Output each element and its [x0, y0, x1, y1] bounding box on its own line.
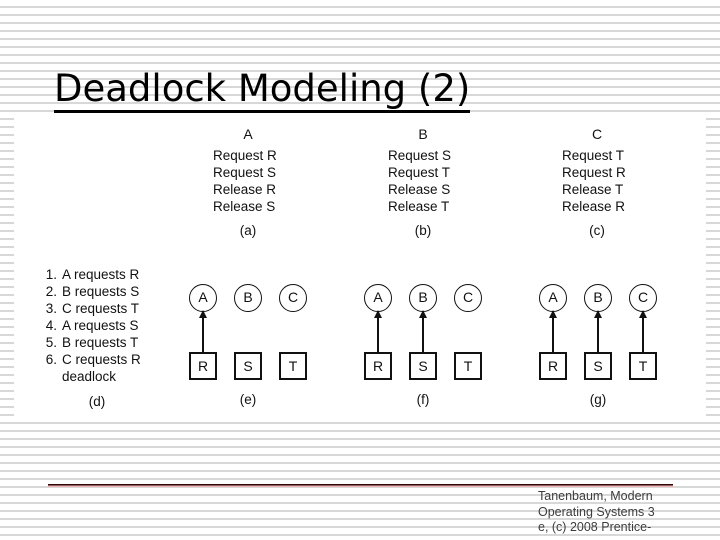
resource-graph-e: A B C R S T (e) — [178, 284, 318, 414]
step: Request T — [562, 148, 625, 163]
item-text: deadlock — [62, 369, 117, 384]
item-text: A requests S — [62, 318, 139, 333]
step-list: Request S Request T Release S Release T — [375, 147, 471, 215]
item-text: C requests T — [62, 301, 140, 316]
page-title-text: Deadlock Modeling (2) — [54, 69, 471, 113]
step: Request S — [388, 148, 452, 163]
item-number: 2. — [45, 284, 57, 299]
list-item: 4. A requests S — [42, 317, 141, 334]
resource-node-S: S — [234, 352, 262, 380]
item-text: B requests S — [62, 284, 140, 299]
process-node-A: A — [364, 284, 392, 312]
item-number: 1. — [45, 267, 57, 282]
process-header: A — [243, 126, 253, 142]
resource-node-R: R — [364, 352, 392, 380]
content-area — [14, 112, 706, 418]
resource-graph-f: A B C R S T (f) — [353, 284, 493, 414]
figure-label: (a) — [239, 223, 257, 238]
list-item: 1. A requests R — [42, 266, 141, 283]
attribution-line: e, (c) 2008 Prentice- — [538, 520, 652, 534]
process-node-C: C — [629, 284, 657, 312]
list-item: 2. B requests S — [42, 283, 141, 300]
item-number: 6. — [45, 352, 57, 367]
sequence-column-c: C Request T Request R Release T Release … — [549, 126, 645, 238]
list-item: 3. C requests T — [42, 300, 141, 317]
figure-label: (e) — [239, 392, 257, 407]
process-node-B: B — [584, 284, 612, 312]
item-number: 5. — [45, 335, 57, 350]
attribution-line: Tanenbaum, Modern — [538, 489, 653, 503]
list-item: 5. B requests T — [42, 334, 141, 351]
process-node-B: B — [234, 284, 262, 312]
process-node-C: C — [279, 284, 307, 312]
event-list: 1. A requests R 2. B requests S 3. C reques… — [42, 266, 141, 385]
step: Release T — [388, 199, 450, 214]
resource-node-R: R — [539, 352, 567, 380]
process-header: B — [418, 126, 428, 142]
figure-label: (g) — [589, 392, 607, 407]
assignment-arrow-S-to-B — [594, 310, 602, 352]
assignment-arrow-R-to-A — [199, 310, 207, 352]
assignment-arrow-R-to-A — [549, 310, 557, 352]
step-list: Request R Request S Release R Release S — [200, 147, 296, 215]
item-text: B requests T — [62, 335, 139, 350]
resource-node-R: R — [189, 352, 217, 380]
resource-node-T: T — [279, 352, 307, 380]
process-node-A: A — [539, 284, 567, 312]
resource-node-S: S — [409, 352, 437, 380]
step: Release R — [213, 182, 277, 197]
attribution-line: Operating Systems 3 — [538, 504, 655, 519]
figure-label: (b) — [414, 223, 432, 238]
resource-graph-g: A B C R S T (g) — [528, 284, 668, 414]
step: Request R — [562, 165, 626, 180]
figure-label: (f) — [416, 392, 430, 407]
sequence-column-a: A Request R Request S Release R Release … — [200, 126, 296, 238]
assignment-arrow-R-to-A — [374, 310, 382, 352]
item-text: C requests R — [62, 352, 141, 367]
item-text: A requests R — [62, 267, 140, 282]
process-node-C: C — [454, 284, 482, 312]
assignment-arrow-S-to-B — [419, 310, 427, 352]
list-item: deadlock — [42, 368, 141, 385]
list-item: 6. C requests R — [42, 351, 141, 368]
step: Release S — [388, 182, 451, 197]
process-header: C — [591, 126, 603, 142]
figure-label: (c) — [589, 223, 605, 238]
resource-node-T: T — [454, 352, 482, 380]
figure-label: (d) — [88, 394, 106, 409]
assignment-arrow-T-to-C — [639, 310, 647, 352]
step: Release T — [562, 182, 624, 197]
step-list: Request T Request R Release T Release R — [549, 147, 645, 215]
sequence-column-b: B Request S Request T Release S Release … — [375, 126, 471, 238]
process-node-A: A — [189, 284, 217, 312]
item-number: 4. — [45, 318, 57, 333]
attribution: Tanenbaum, Modern Operating Systems 3 e,… — [538, 489, 678, 536]
resource-node-T: T — [629, 352, 657, 380]
step: Release S — [213, 199, 276, 214]
footer-divider — [48, 484, 673, 487]
step: Release R — [562, 199, 626, 214]
item-number: 3. — [45, 301, 57, 316]
step: Request S — [213, 165, 277, 180]
resource-node-S: S — [584, 352, 612, 380]
step: Request R — [213, 148, 277, 163]
page-title: Deadlock Modeling (2) — [54, 69, 471, 113]
step: Request T — [388, 165, 451, 180]
process-node-B: B — [409, 284, 437, 312]
